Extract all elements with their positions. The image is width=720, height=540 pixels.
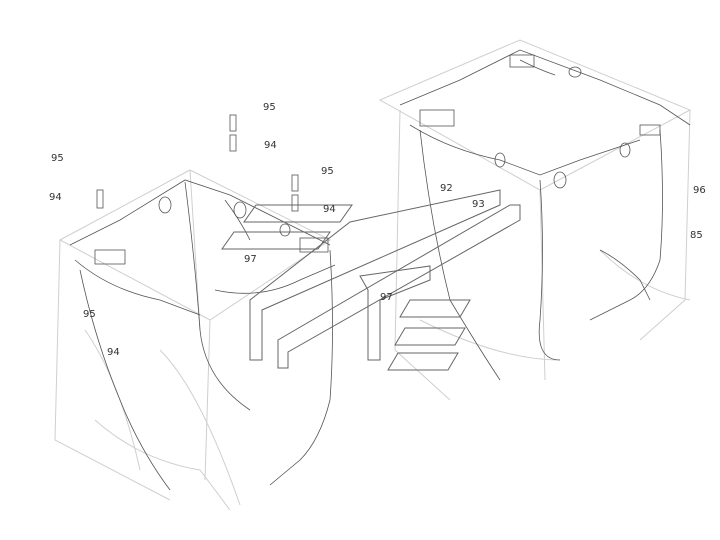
callout-label: 95 bbox=[51, 153, 64, 164]
callout-label: 95 bbox=[263, 102, 276, 113]
callout-label: 94 bbox=[49, 192, 62, 203]
callout-label: 97 bbox=[380, 292, 393, 303]
callout-label: 94 bbox=[107, 347, 120, 358]
callout-label: 92 bbox=[440, 183, 453, 194]
callout-label: 96 bbox=[693, 185, 706, 196]
callout-label: 95 bbox=[83, 309, 96, 320]
callout-label: 93 bbox=[472, 199, 485, 210]
callout-label: 94 bbox=[323, 204, 336, 215]
callout-label: 85 bbox=[690, 230, 703, 241]
callout-label: 97 bbox=[244, 254, 257, 265]
callout-label: 95 bbox=[321, 166, 334, 177]
callout-label: 94 bbox=[264, 140, 277, 151]
